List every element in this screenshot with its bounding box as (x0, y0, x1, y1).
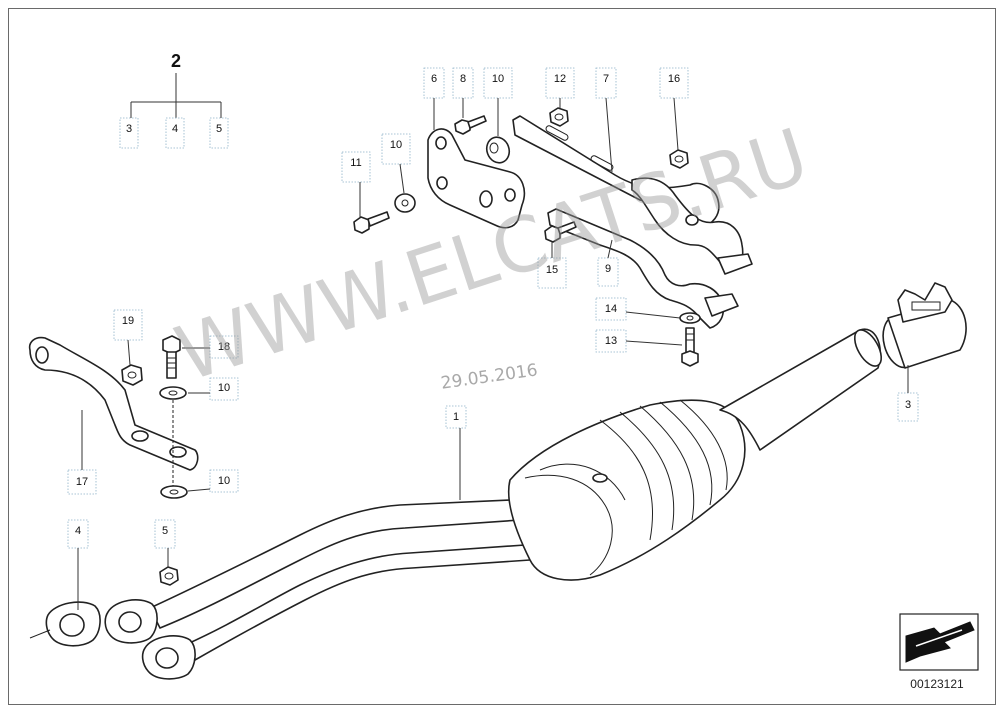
group-child-4: 4 (172, 123, 178, 135)
hex-bolt[interactable] (162, 335, 181, 379)
group-header: 2 3 4 5 (119, 51, 229, 149)
hex-bolt-small[interactable] (454, 115, 487, 135)
callout-7[interactable]: 7 (603, 73, 609, 85)
catalytic-converter-pipe[interactable] (104, 326, 886, 680)
hex-bolt-side[interactable] (353, 211, 390, 234)
washer-bottom[interactable] (160, 485, 188, 499)
callout-10-middle[interactable]: 10 (390, 139, 402, 151)
date-stamp: 29.05.2016 (440, 360, 539, 393)
diagram-number: 00123121 (910, 677, 964, 691)
diagram-frame (8, 8, 996, 705)
callout-8[interactable]: 8 (460, 73, 466, 85)
mounting-strap-lower[interactable] (547, 208, 739, 329)
callout-18[interactable]: 18 (218, 341, 230, 353)
callout-16[interactable]: 16 (668, 73, 680, 85)
washer-top[interactable] (159, 386, 187, 400)
callouts: 1 3 4 5 6 7 8 9 10 10 (67, 67, 919, 610)
callout-15[interactable]: 15 (546, 264, 558, 276)
callout-3[interactable]: 3 (905, 399, 911, 411)
washer-lower[interactable] (679, 312, 701, 324)
washer-middle[interactable] (394, 193, 416, 213)
hex-bolt-bottom[interactable] (681, 327, 699, 367)
group-number: 2 (171, 51, 181, 71)
callout-11[interactable]: 11 (350, 157, 361, 169)
callout-1[interactable]: 1 (453, 411, 459, 423)
arrow-direction-icon (899, 613, 979, 671)
callout-10-left-lower[interactable]: 10 (218, 475, 230, 487)
exhaust-bracket[interactable] (28, 336, 199, 471)
callout-19[interactable]: 19 (122, 315, 134, 327)
hex-nut-top[interactable] (549, 107, 569, 127)
hex-nut[interactable] (159, 566, 179, 586)
group-child-3: 3 (126, 123, 132, 135)
callout-10-top[interactable]: 10 (492, 73, 504, 85)
callout-4[interactable]: 4 (75, 525, 81, 537)
callout-13[interactable]: 13 (605, 335, 617, 347)
callout-6[interactable]: 6 (431, 73, 437, 85)
exhaust-gasket[interactable] (29, 601, 101, 647)
rubber-mount[interactable] (483, 134, 513, 166)
mounting-clamp[interactable] (631, 177, 753, 275)
hanger-plate[interactable] (427, 128, 526, 229)
group-child-5: 5 (216, 123, 222, 135)
callout-17[interactable]: 17 (76, 476, 88, 488)
hex-bolt-strap[interactable] (544, 221, 577, 243)
callout-12[interactable]: 12 (554, 73, 566, 85)
callout-14[interactable]: 14 (605, 303, 617, 315)
pipe-clamp[interactable] (878, 282, 967, 371)
hex-nut-upper[interactable] (121, 364, 143, 386)
callout-10-left-upper[interactable]: 10 (218, 382, 230, 394)
callout-9[interactable]: 9 (605, 263, 611, 275)
callout-5[interactable]: 5 (162, 525, 168, 537)
